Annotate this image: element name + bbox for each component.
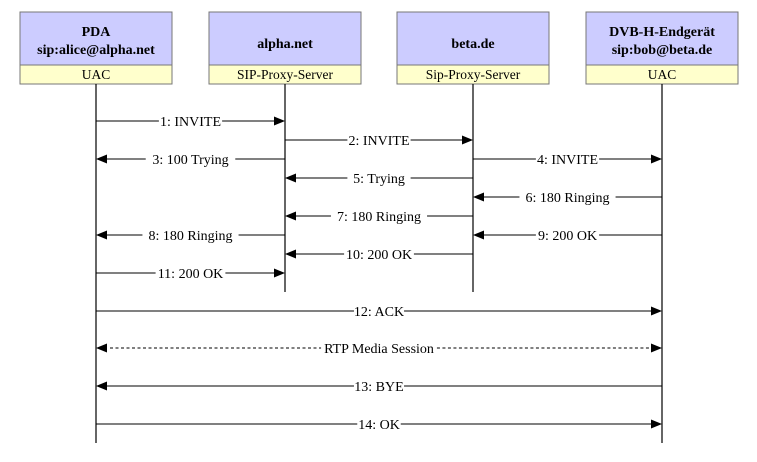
message-label: RTP Media Session — [324, 342, 434, 357]
message-label: 6: 180 Ringing — [525, 191, 609, 206]
message-label: 13: BYE — [354, 380, 403, 395]
arrowhead — [96, 230, 107, 240]
arrowhead — [473, 230, 484, 240]
participant-name: sip:bob@beta.de — [612, 43, 713, 58]
arrowhead-left — [96, 343, 107, 353]
participant-name: DVB-H-Endgerät — [609, 25, 715, 40]
participant-name: sip:alice@alpha.net — [37, 43, 155, 58]
message-label: 8: 180 Ringing — [148, 229, 232, 244]
participant-role: SIP-Proxy-Server — [237, 67, 333, 82]
participant-role: Sip-Proxy-Server — [426, 67, 521, 82]
participant-header-box — [19, 11, 173, 66]
arrowhead — [285, 173, 296, 183]
message-label: 7: 180 Ringing — [337, 210, 421, 225]
arrowhead — [462, 135, 473, 145]
arrowhead — [651, 306, 662, 316]
arrowhead — [285, 249, 296, 259]
arrowhead — [651, 419, 662, 429]
participant-header-box — [396, 11, 550, 66]
arrowhead — [96, 381, 107, 391]
arrowhead-right — [651, 343, 662, 353]
arrowhead — [96, 154, 107, 164]
arrowhead — [274, 268, 285, 278]
message-label: 5: Trying — [353, 172, 405, 187]
message-label: 3: 100 Trying — [152, 153, 228, 168]
arrowhead — [285, 211, 296, 221]
participant-role: UAC — [82, 67, 111, 82]
message-label: 10: 200 OK — [346, 248, 412, 263]
message-label: 9: 200 OK — [538, 229, 597, 244]
arrowhead — [473, 192, 484, 202]
message-label: 11: 200 OK — [158, 267, 224, 282]
arrowhead — [651, 154, 662, 164]
message-label: 4: INVITE — [537, 153, 598, 168]
participant-name: alpha.net — [257, 37, 313, 52]
participant-name: beta.de — [451, 37, 494, 52]
message-label: 12: ACK — [354, 305, 404, 320]
participant-role: UAC — [648, 67, 677, 82]
message-label: 14: OK — [358, 418, 400, 433]
participant-name: PDA — [82, 25, 112, 40]
message-label: 2: INVITE — [348, 134, 409, 149]
arrowhead — [274, 116, 285, 126]
message-label: 1: INVITE — [160, 115, 221, 130]
participant-header-box — [585, 11, 739, 66]
